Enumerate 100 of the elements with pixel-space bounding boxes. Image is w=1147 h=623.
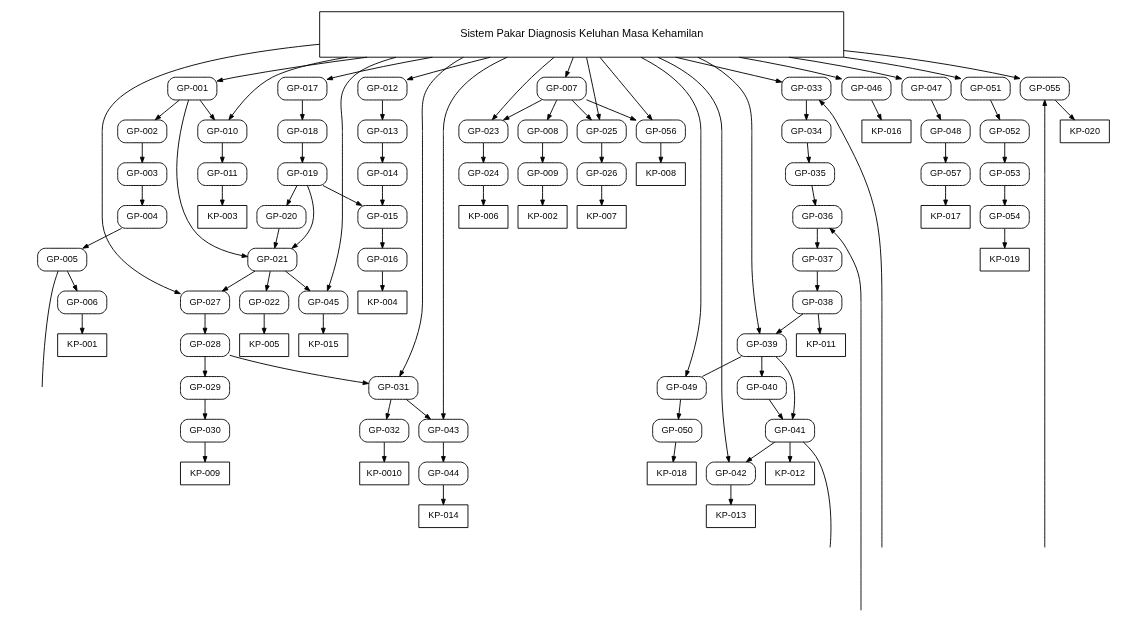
arrow: [586, 57, 601, 121]
arrow: [775, 356, 796, 420]
arrow: [1002, 185, 1008, 206]
arrow: [265, 270, 271, 292]
node-box: KP-006: [458, 205, 509, 229]
arrow: [871, 99, 882, 121]
arrow: [943, 185, 948, 206]
node-box: KP-005: [239, 333, 290, 357]
arrow: [675, 56, 783, 84]
node-box: GP-055: [1019, 76, 1070, 101]
node-box: GP-044: [418, 461, 469, 486]
node-box: GP-057: [920, 162, 971, 186]
arrow: [658, 142, 664, 164]
node-box: GP-013: [357, 119, 408, 144]
node-box: GP-010: [197, 119, 248, 144]
node-box: GP-002: [117, 119, 168, 144]
node-box: GP-054: [979, 205, 1030, 229]
node-box: GP-050: [652, 418, 703, 443]
node-box: GP-038: [792, 290, 843, 315]
node-box: GP-007: [536, 76, 587, 101]
node-box: GP-026: [576, 162, 627, 186]
arrow: [300, 99, 305, 121]
node-box: KP-009: [180, 461, 231, 486]
node-box: GP-045: [298, 290, 349, 315]
node-box: GP-039: [736, 333, 787, 357]
arrow: [441, 56, 508, 420]
node-box: GP-053: [979, 162, 1030, 186]
arrow: [1002, 228, 1008, 249]
arrow: [286, 185, 298, 206]
node-box: GP-056: [635, 119, 686, 144]
arrow: [599, 56, 653, 121]
node-box: GP-029: [180, 376, 231, 400]
node-box: KP-011: [795, 333, 846, 357]
node-box: GP-035: [785, 162, 836, 186]
arrow: [843, 56, 962, 80]
node-box: KP-014: [418, 504, 469, 529]
node-box: KP-008: [635, 162, 686, 186]
node-box: KP-020: [1059, 119, 1110, 144]
arrow: [406, 56, 491, 81]
arrow: [202, 313, 208, 335]
node-box: GP-042: [705, 461, 756, 486]
node-box: GP-022: [239, 290, 290, 315]
connector: [41, 270, 59, 388]
arrow: [676, 399, 682, 420]
node-box: GP-031: [368, 376, 419, 400]
arrow: [322, 185, 363, 206]
node-box: GP-015: [357, 205, 408, 229]
node-box: GP-009: [517, 162, 568, 186]
node-box: Sistem Pakar Diagnosis Keluhan Masa Kehamilan: [319, 11, 845, 58]
arrow: [441, 441, 446, 463]
node-box: KP-016: [861, 119, 912, 144]
node-box: KP-013: [705, 504, 756, 529]
arrow: [380, 142, 385, 164]
arrow: [82, 227, 123, 249]
arrow: [657, 56, 731, 463]
arrow: [219, 185, 225, 206]
arrow: [139, 185, 145, 206]
arrow: [399, 56, 464, 377]
arrow: [547, 99, 558, 121]
connector: [802, 441, 832, 548]
arrow: [1042, 99, 1048, 548]
node-box: KP-017: [920, 205, 971, 229]
arrow: [1002, 142, 1008, 164]
arrow: [154, 99, 180, 121]
node-box: GP-011: [197, 162, 248, 186]
node-box: GP-037: [792, 247, 843, 272]
node-box: GP-012: [357, 76, 408, 101]
arrow: [481, 142, 486, 164]
arrow: [599, 185, 605, 206]
arrow: [829, 227, 862, 611]
arrow: [380, 228, 385, 249]
node-box: GP-030: [180, 418, 231, 443]
node-box: GP-034: [781, 119, 832, 144]
node-box: GP-019: [277, 162, 328, 186]
arrow: [481, 185, 486, 206]
arrow: [671, 441, 677, 463]
node-box: GP-005: [37, 247, 88, 272]
arrow: [79, 313, 85, 335]
node-box: GP-001: [167, 76, 218, 101]
node-box: KP-002: [517, 205, 568, 229]
arrow: [599, 142, 605, 164]
arrow: [818, 99, 883, 548]
node-box: GP-025: [576, 119, 627, 144]
arrow: [285, 270, 311, 292]
node-box: GP-046: [841, 76, 892, 101]
arrow: [503, 99, 542, 121]
arrow: [943, 142, 948, 164]
arrow: [817, 313, 822, 335]
arrow: [990, 99, 1001, 121]
node-box: GP-006: [57, 290, 108, 315]
arrow: [787, 441, 793, 463]
arrow: [202, 399, 208, 420]
arrow: [273, 228, 280, 249]
node-box: GP-049: [656, 376, 707, 400]
arrow: [291, 185, 315, 249]
arrow: [788, 56, 903, 80]
arrow: [491, 56, 555, 121]
arrow: [540, 142, 545, 164]
node-box: KP-004: [357, 290, 408, 315]
arrow: [380, 270, 385, 292]
